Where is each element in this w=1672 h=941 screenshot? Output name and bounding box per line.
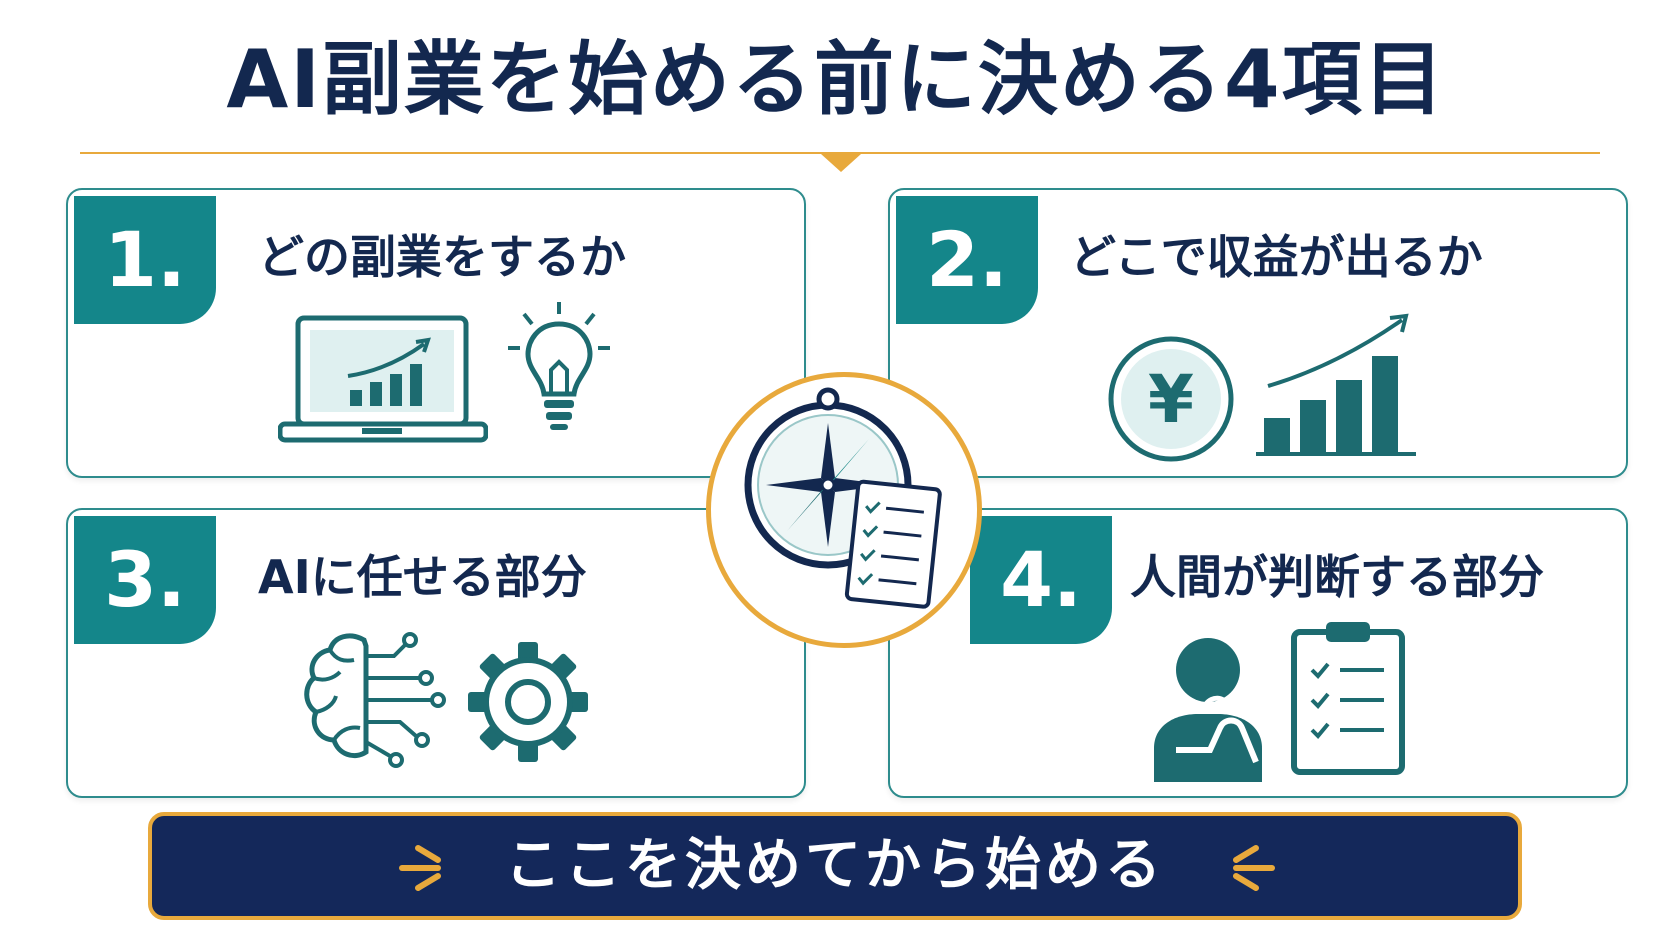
compass-checklist-icon <box>744 387 942 609</box>
banner-text: ここを決めてから始める <box>505 833 1165 898</box>
divider-notch <box>821 154 861 172</box>
item-number-badge: 1. <box>74 196 216 324</box>
sparkle-right-icon <box>1233 845 1275 891</box>
card-item-2: 2. どこで収益が出るか ¥ <box>888 188 1628 478</box>
item-number-badge: 2. <box>896 196 1038 324</box>
item-label: 人間が判断する部分 <box>1130 550 1544 604</box>
center-emblem <box>706 372 982 648</box>
sparkle-left-icon <box>399 845 441 891</box>
gear-icon <box>468 642 588 762</box>
item-label: どの副業をするか <box>258 230 626 284</box>
item-label: AIに任せる部分 <box>258 550 587 604</box>
checklist-clipboard-icon <box>1291 622 1405 775</box>
yen-coin-icon: ¥ <box>1108 336 1234 462</box>
laptop-chart-icon <box>278 315 488 443</box>
item-number-badge: 4. <box>970 516 1112 644</box>
title-divider <box>80 152 1600 154</box>
item-number-badge: 3. <box>74 516 216 644</box>
bottom-banner: ここを決めてから始める <box>148 812 1522 920</box>
thinking-person-icon <box>1154 638 1262 782</box>
brain-circuit-icon <box>304 632 446 768</box>
card-item-3: 3. AIに任せる部分 <box>66 508 806 798</box>
svg-text:¥: ¥ <box>1148 361 1194 438</box>
page-title: AI副業を始める前に決める4項目 <box>226 33 1446 126</box>
lightbulb-icon <box>508 302 610 430</box>
card-item-1: 1. どの副業をするか <box>66 188 806 478</box>
growth-bar-chart-icon <box>1256 313 1416 456</box>
card-item-4: 4. 人間が判断する部分 <box>888 508 1628 798</box>
item-label: どこで収益が出るか <box>1070 230 1483 284</box>
